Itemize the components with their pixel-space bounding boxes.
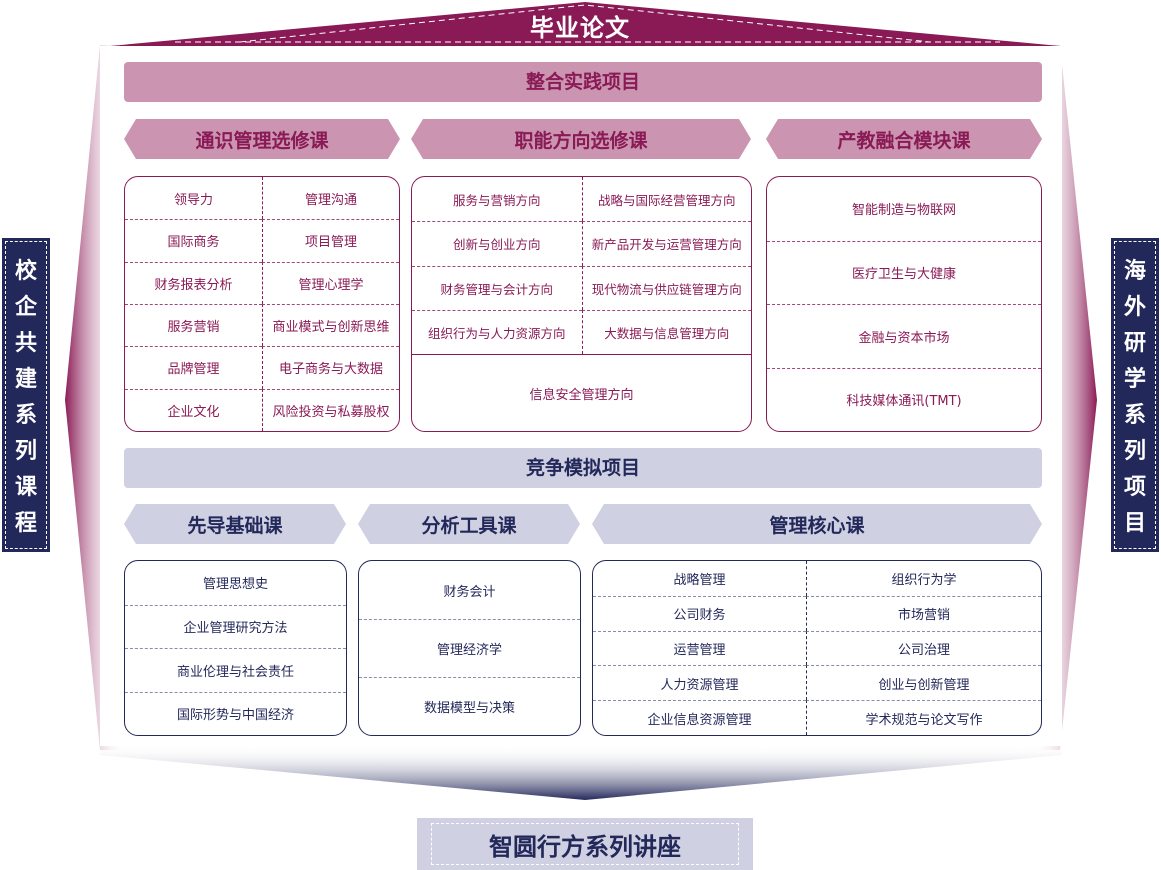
core-courses-header: 管理核心课 <box>592 504 1042 544</box>
course-item: 企业信息资源管理 <box>593 700 806 735</box>
course-item: 品牌管理 <box>125 346 262 388</box>
course-item: 管理沟通 <box>262 177 399 220</box>
course-item: 商业模式与创新思维 <box>262 303 399 347</box>
direction-item: 创新与创业方向 <box>412 221 582 265</box>
core-courses-box: 战略管理 组织行为学 公司财务 市场营销 运营管理 公司治理 人力资源管理 创业… <box>592 560 1042 736</box>
analytical-tools-header: 分析工具课 <box>358 504 580 544</box>
bottom-arrow <box>100 745 1062 800</box>
course-item: 市场营销 <box>806 595 1041 631</box>
general-electives-box: 领导力 管理沟通 国际商务 项目管理 财务报表分析 管理心理学 服务营销 商业模… <box>124 176 400 432</box>
course-item: 服务营销 <box>125 303 262 346</box>
course-item: 国际商务 <box>125 219 262 261</box>
panel-char: 列 <box>14 439 37 464</box>
direction-item-footer: 信息安全管理方向 <box>529 387 634 403</box>
thesis-title: 毕业论文 <box>530 14 630 42</box>
direction-item: 大数据与信息管理方向 <box>581 309 751 354</box>
course-item: 企业文化 <box>125 388 262 431</box>
foundation-courses-header: 先导基础课 <box>124 504 346 544</box>
course-item: 国际形势与中国经济 <box>125 691 346 736</box>
lecture-series-title: 智圆行方系列讲座 <box>431 823 739 865</box>
course-item: 项目管理 <box>262 219 399 262</box>
course-item: 运营管理 <box>593 630 806 666</box>
panel-char: 企 <box>14 295 37 320</box>
panel-char: 共 <box>14 331 37 356</box>
panel-char: 项 <box>1123 475 1146 500</box>
industry-modules-box: 智能制造与物联网 医疗卫生与大健康 金融与资本市场 科技媒体通讯(TMT) <box>766 176 1042 432</box>
course-item: 财务会计 <box>443 584 496 600</box>
course-item: 商业伦理与社会责任 <box>125 648 346 692</box>
analytical-tools-box: 财务会计 管理经济学 数据模型与决策 <box>358 560 581 736</box>
overseas-study-panel: 海 外 研 学 系 列 项 目 <box>1111 238 1159 552</box>
panel-char: 目 <box>1123 511 1146 536</box>
general-electives-header: 通识管理选修课 <box>124 119 400 159</box>
course-item: 公司治理 <box>806 630 1041 666</box>
direction-item: 现代物流与供应链管理方向 <box>581 265 751 310</box>
course-item: 人力资源管理 <box>593 665 806 700</box>
course-item: 企业管理研究方法 <box>125 604 346 649</box>
module-item: 科技媒体通讯(TMT) <box>767 367 1041 432</box>
course-item: 管理经济学 <box>359 619 580 677</box>
course-item: 领导力 <box>173 192 213 208</box>
direction-item: 组织行为与人力资源方向 <box>412 309 582 354</box>
panel-char: 海 <box>1123 259 1146 284</box>
direction-item: 财务管理与会计方向 <box>412 265 582 310</box>
course-item: 风险投资与私募股权 <box>262 388 399 431</box>
panel-char: 列 <box>1123 439 1146 464</box>
course-item: 管理思想史 <box>202 577 268 593</box>
industry-modules-header: 产教融合模块课 <box>766 119 1042 159</box>
course-item: 学术规范与论文写作 <box>806 700 1041 735</box>
enterprise-courses-panel: 校 企 共 建 系 列 课 程 <box>2 238 50 552</box>
course-item: 战略管理 <box>673 572 726 588</box>
panel-char: 研 <box>1123 331 1146 356</box>
course-item: 电子商务与大数据 <box>262 346 399 389</box>
integrated-practice-bar: 整合实践项目 <box>124 62 1042 102</box>
direction-item: 服务与营销方向 <box>452 192 541 208</box>
module-item: 智能制造与物联网 <box>851 203 956 219</box>
course-item: 财务报表分析 <box>125 261 262 304</box>
panel-char: 课 <box>14 475 37 500</box>
module-item: 金融与资本市场 <box>767 304 1041 368</box>
direction-item: 战略与国际经营管理方向 <box>581 177 752 222</box>
direction-item: 新产品开发与运营管理方向 <box>581 221 751 266</box>
module-item: 医疗卫生与大健康 <box>767 240 1041 305</box>
course-item: 组织行为学 <box>806 561 1041 596</box>
panel-char: 建 <box>14 367 37 392</box>
functional-electives-header: 职能方向选修课 <box>411 119 751 159</box>
course-item: 创业与创新管理 <box>806 665 1041 701</box>
lecture-series-bar: 智圆行方系列讲座 <box>417 818 753 870</box>
foundation-courses-box: 管理思想史 企业管理研究方法 商业伦理与社会责任 国际形势与中国经济 <box>124 560 347 736</box>
course-item: 公司财务 <box>593 595 806 631</box>
panel-char: 程 <box>14 511 37 536</box>
panel-char: 校 <box>14 259 37 284</box>
roof-dashed-line <box>239 4 931 43</box>
functional-electives-box: 服务与营销方向 战略与国际经营管理方向 创新与创业方向 新产品开发与运营管理方向… <box>411 176 752 432</box>
roof-triangle <box>110 2 1060 46</box>
panel-char: 学 <box>1123 367 1146 392</box>
competition-simulation-bar: 竞争模拟项目 <box>124 448 1042 488</box>
panel-char: 系 <box>14 403 37 428</box>
course-item: 管理心理学 <box>262 261 399 304</box>
panel-char: 外 <box>1123 295 1146 320</box>
course-item: 数据模型与决策 <box>359 677 580 735</box>
panel-char: 系 <box>1123 403 1146 428</box>
